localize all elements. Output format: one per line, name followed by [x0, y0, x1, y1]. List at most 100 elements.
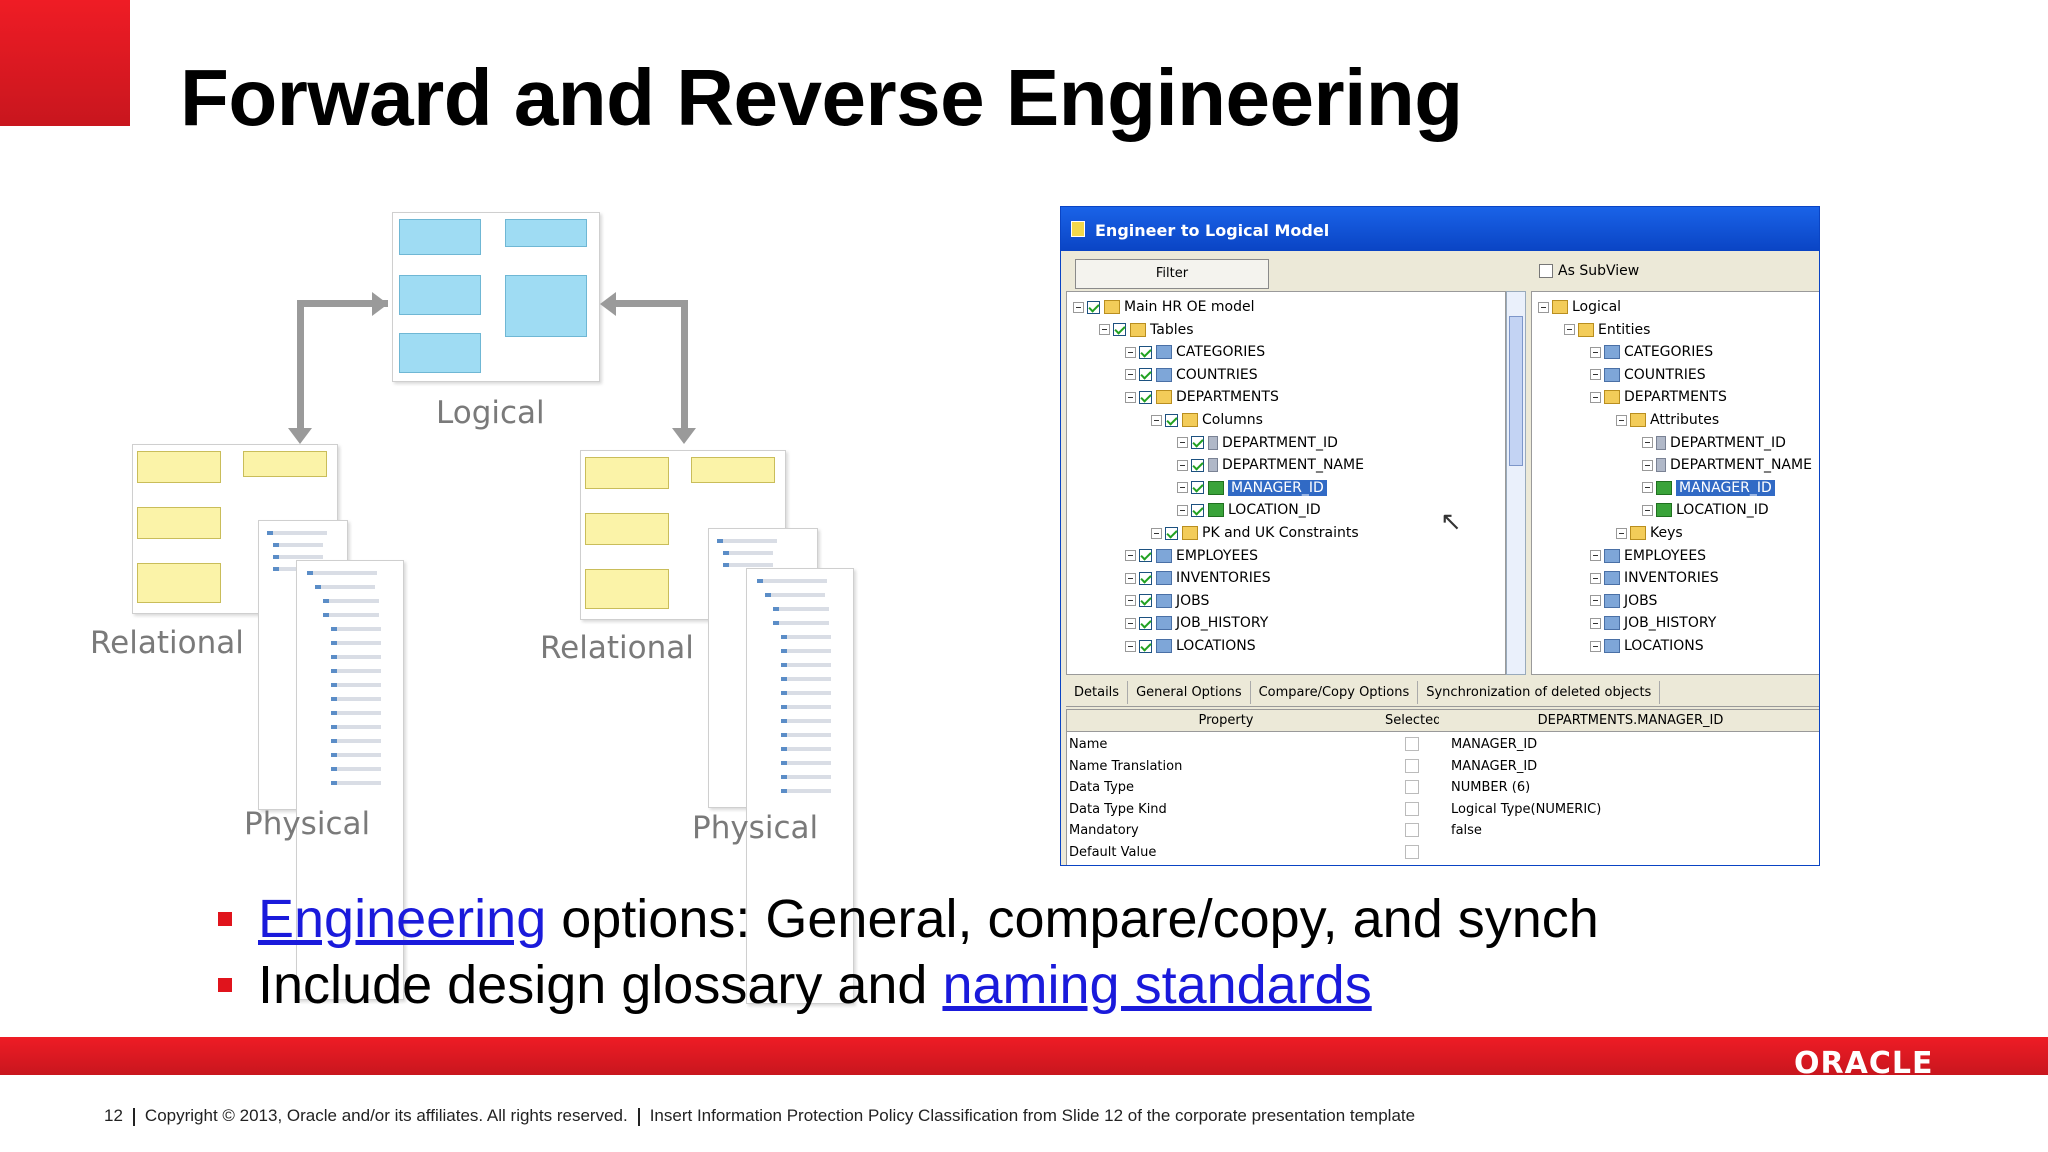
expand-toggle-icon[interactable]: [1616, 414, 1627, 426]
expand-toggle-icon[interactable]: [1177, 437, 1188, 449]
expand-toggle-icon[interactable]: [1177, 504, 1188, 516]
scrollbar-thumb[interactable]: [1509, 316, 1523, 466]
checkbox-icon[interactable]: [1191, 458, 1204, 472]
checkbox-icon[interactable]: [1139, 345, 1152, 359]
checkbox-icon[interactable]: [1139, 368, 1152, 382]
expand-toggle-icon[interactable]: [1073, 301, 1084, 313]
tree-node[interactable]: LOCATION_ID: [1177, 499, 1321, 521]
tree-node[interactable]: Keys: [1616, 522, 1683, 544]
checkbox-icon[interactable]: [1113, 323, 1126, 337]
tree-node[interactable]: MANAGER_ID: [1642, 477, 1775, 499]
tree-node[interactable]: JOB_HISTORY: [1590, 612, 1716, 634]
tree-node[interactable]: DEPARTMENT_NAME: [1177, 454, 1364, 476]
checkbox-icon[interactable]: [1165, 413, 1178, 427]
tree-node[interactable]: COUNTRIES: [1125, 364, 1258, 386]
tree-node[interactable]: LOCATION_ID: [1642, 499, 1769, 521]
expand-toggle-icon[interactable]: [1125, 595, 1136, 607]
expand-toggle-icon[interactable]: [1642, 482, 1653, 494]
checkbox-icon[interactable]: [1139, 390, 1152, 404]
filter-button[interactable]: Filter: [1075, 259, 1269, 289]
tab-1[interactable]: General Options: [1128, 681, 1251, 704]
expand-toggle-icon[interactable]: [1590, 391, 1601, 403]
tree-node[interactable]: EMPLOYEES: [1125, 545, 1258, 567]
expand-toggle-icon[interactable]: [1642, 437, 1653, 449]
expand-toggle-icon[interactable]: [1125, 391, 1136, 403]
tree-node[interactable]: DEPARTMENT_ID: [1177, 432, 1338, 454]
tree-node[interactable]: COUNTRIES: [1590, 364, 1706, 386]
tree-node-label: LOCATIONS: [1176, 638, 1256, 654]
tree-node[interactable]: Tables: [1099, 319, 1194, 341]
tree-node[interactable]: CATEGORIES: [1590, 341, 1713, 363]
tree-node[interactable]: DEPARTMENT_ID: [1642, 432, 1786, 454]
expand-toggle-icon[interactable]: [1177, 482, 1188, 494]
tree-node[interactable]: Columns: [1151, 409, 1263, 431]
expand-toggle-icon[interactable]: [1616, 527, 1627, 539]
tree-node[interactable]: JOBS: [1590, 590, 1657, 612]
checkbox-icon[interactable]: [1165, 526, 1178, 540]
selected-checkbox[interactable]: [1405, 737, 1419, 751]
tree-node[interactable]: MANAGER_ID: [1177, 477, 1327, 499]
expand-toggle-icon[interactable]: [1538, 301, 1549, 313]
expand-toggle-icon[interactable]: [1125, 572, 1136, 584]
checkbox-icon[interactable]: [1191, 436, 1204, 450]
tree-node[interactable]: LOCATIONS: [1590, 635, 1704, 657]
expand-toggle-icon[interactable]: [1590, 640, 1601, 652]
tab-2[interactable]: Compare/Copy Options: [1251, 681, 1419, 704]
expand-toggle-icon[interactable]: [1177, 459, 1188, 471]
checkbox-icon[interactable]: [1139, 639, 1152, 653]
expand-toggle-icon[interactable]: [1642, 459, 1653, 471]
tree-node[interactable]: LOCATIONS: [1125, 635, 1256, 657]
checkbox-icon[interactable]: [1139, 549, 1152, 563]
tree-node[interactable]: DEPARTMENTS: [1125, 386, 1279, 408]
expand-toggle-icon[interactable]: [1590, 346, 1601, 358]
as-subview-checkbox[interactable]: As SubView: [1539, 263, 1639, 279]
tree-node[interactable]: CATEGORIES: [1125, 341, 1265, 363]
tree-node[interactable]: Entities: [1564, 319, 1650, 341]
expand-toggle-icon[interactable]: [1125, 640, 1136, 652]
expand-toggle-icon[interactable]: [1590, 369, 1601, 381]
expand-toggle-icon[interactable]: [1590, 595, 1601, 607]
tree-node[interactable]: INVENTORIES: [1590, 567, 1719, 589]
tree-node[interactable]: PK and UK Constraints: [1151, 522, 1359, 544]
tab-0[interactable]: Details: [1066, 681, 1129, 704]
arrow-left-vertical: [297, 300, 304, 430]
tab-3[interactable]: Synchronization of deleted objects: [1418, 681, 1661, 704]
checkbox-icon[interactable]: [1139, 594, 1152, 608]
checkbox-icon[interactable]: [1139, 571, 1152, 585]
selected-checkbox[interactable]: [1405, 844, 1419, 859]
tree-node[interactable]: JOB_HISTORY: [1125, 612, 1268, 634]
checkbox-icon[interactable]: [1191, 503, 1204, 517]
expand-toggle-icon[interactable]: [1151, 414, 1162, 426]
tree-node[interactable]: Attributes: [1616, 409, 1719, 431]
checkbox-icon[interactable]: [1139, 616, 1152, 630]
checkbox-icon[interactable]: [1191, 481, 1204, 495]
naming-standards-link[interactable]: naming standards: [942, 955, 1372, 1015]
source-tree-scrollbar[interactable]: [1506, 291, 1526, 675]
selected-checkbox[interactable]: [1405, 780, 1419, 794]
selected-checkbox[interactable]: [1405, 801, 1419, 816]
expand-toggle-icon[interactable]: [1151, 527, 1162, 539]
engineering-link[interactable]: Engineering: [258, 889, 547, 949]
checkbox-icon[interactable]: [1087, 300, 1100, 314]
selected-checkbox[interactable]: [1405, 823, 1419, 837]
expand-toggle-icon[interactable]: [1125, 617, 1136, 629]
expand-toggle-icon[interactable]: [1590, 617, 1601, 629]
expand-toggle-icon[interactable]: [1642, 504, 1653, 516]
expand-toggle-icon[interactable]: [1564, 324, 1575, 336]
tree-node[interactable]: EMPLOYEES: [1590, 545, 1706, 567]
tree-node[interactable]: DEPARTMENT_NAME: [1642, 454, 1812, 476]
tree-node[interactable]: INVENTORIES: [1125, 567, 1271, 589]
tree-node[interactable]: JOBS: [1125, 590, 1209, 612]
expand-toggle-icon[interactable]: [1099, 324, 1110, 336]
selected-checkbox[interactable]: [1405, 758, 1419, 773]
expand-toggle-icon[interactable]: [1590, 550, 1601, 562]
tree-node[interactable]: Logical: [1538, 296, 1621, 318]
tree-node[interactable]: Main HR OE model: [1073, 296, 1254, 318]
expand-toggle-icon[interactable]: [1125, 550, 1136, 562]
expand-toggle-icon[interactable]: [1125, 346, 1136, 358]
expand-toggle-icon[interactable]: [1590, 572, 1601, 584]
tree-node[interactable]: DEPARTMENTS: [1590, 386, 1727, 408]
expand-toggle-icon[interactable]: [1125, 369, 1136, 381]
